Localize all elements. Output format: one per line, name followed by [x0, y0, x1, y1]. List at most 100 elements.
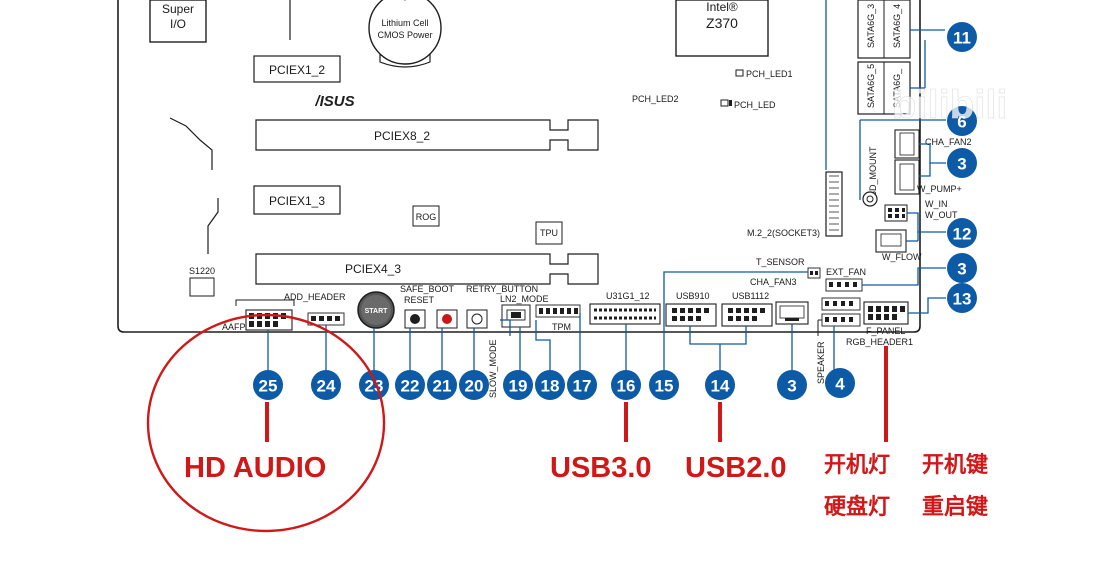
callout-25: 25: [253, 370, 283, 400]
front-panel-annotation: 开机灯 开机键 硬盘灯 重启键: [824, 346, 988, 519]
asus-logo: /ISUS: [314, 93, 354, 110]
svg-text:11: 11: [953, 29, 971, 48]
svg-text:14: 14: [711, 377, 730, 396]
svg-text:硬盘灯: 硬盘灯: [824, 494, 890, 519]
usb1112-header: [721, 303, 773, 327]
svg-text:21: 21: [433, 377, 452, 396]
svg-text:TPM: TPM: [552, 322, 571, 332]
svg-text:PCH_LED1: PCH_LED1: [746, 69, 793, 79]
start-button: START: [357, 291, 395, 329]
svg-text:重启键: 重启键: [922, 494, 988, 519]
svg-text:PCIEX4_3: PCIEX4_3: [345, 262, 401, 276]
w-flow-header: W_FLOW: [875, 229, 922, 262]
svg-text:18: 18: [541, 377, 560, 396]
usb910-label: USB910: [676, 291, 710, 301]
callout-24: 24: [311, 370, 341, 400]
callout-16: 16: [611, 370, 641, 400]
svg-text:USB3.0: USB3.0: [550, 452, 652, 484]
hd-audio-annotation: HD AUDIO: [146, 313, 386, 533]
svg-text:开机灯: 开机灯: [824, 452, 890, 477]
svg-text:W_FLOW: W_FLOW: [882, 252, 922, 262]
ext-fan-header: [825, 278, 863, 292]
sata-connectors: SATA6G_3 SATA6G_4 SATA6G_5 SATA6G_: [857, 0, 911, 115]
cha-fan3-header: [775, 301, 809, 325]
svg-text:M.2_2(SOCKET3): M.2_2(SOCKET3): [747, 228, 820, 238]
battery-label-2: CMOS Power: [377, 30, 432, 40]
cha-fan2-header: CHA_FAN2: [894, 129, 972, 159]
callout-18: 18: [535, 370, 565, 400]
cmos-battery: + Lithium Cell CMOS Power: [368, 0, 442, 68]
ln2-mode-label: LN2_MODE: [500, 294, 549, 304]
callout-20: 20: [459, 370, 489, 400]
svg-text:W_PUMP+: W_PUMP+: [917, 184, 962, 194]
tpm-header: TPM: [535, 304, 581, 332]
callout-21: 21: [427, 370, 457, 400]
svg-text:22: 22: [401, 377, 420, 396]
svg-text:AAFP: AAFP: [222, 322, 246, 332]
pciex1-3-slot: PCIEX1_3: [253, 185, 341, 215]
svg-text:PCH_LED: PCH_LED: [734, 100, 776, 110]
super-io-label-2: I/O: [170, 17, 186, 31]
board-outline: [117, 0, 921, 333]
svg-text:PCIEX1_3: PCIEX1_3: [269, 194, 325, 208]
svg-text:19: 19: [509, 377, 528, 396]
pciex4-3-slot: PCIEX4_3: [255, 253, 599, 285]
svg-text:12: 12: [953, 225, 972, 244]
svg-text:25: 25: [259, 377, 278, 396]
reset-button: [436, 309, 458, 329]
cha-fan3-label: CHA_FAN3: [750, 277, 797, 287]
svg-text:13: 13: [953, 290, 972, 309]
sata-label-3: SATA6G_3: [866, 4, 876, 48]
callout-11: 11: [947, 22, 977, 52]
svg-text:17: 17: [573, 377, 592, 396]
usb1112-label: USB1112: [732, 291, 769, 301]
s1220-chip: S1220: [189, 266, 215, 297]
add-header: [307, 312, 345, 326]
t-sensor-header: [807, 267, 821, 279]
svg-text:3D_MOUNT: 3D_MOUNT: [868, 146, 878, 196]
svg-text:S1220: S1220: [189, 266, 215, 276]
callout-13: 13: [947, 283, 977, 313]
chipset: Intel® Z370: [675, 0, 769, 57]
svg-text:开机键: 开机键: [922, 452, 988, 477]
svg-text:HD AUDIO: HD AUDIO: [184, 452, 326, 484]
ext-fan-label: EXT_FAN: [826, 267, 866, 277]
chipset-label-1: Intel®: [706, 0, 738, 14]
chipset-label-2: Z370: [706, 15, 738, 31]
callout-22: 22: [395, 370, 425, 400]
retry-button: [466, 309, 488, 329]
svg-text:16: 16: [617, 377, 636, 396]
svg-text:F_PANEL: F_PANEL: [866, 326, 905, 336]
svg-text:PCIEX1_2: PCIEX1_2: [269, 63, 325, 77]
usb-annotations: USB3.0 USB2.0: [550, 402, 787, 484]
svg-text:3: 3: [957, 260, 966, 279]
reset-label: RESET: [404, 295, 435, 305]
pch-led1: PCH_LED1: [735, 69, 793, 79]
retry-button-label: RETRY_BUTTON: [466, 284, 538, 294]
m2-socket: M.2_2(SOCKET3): [747, 171, 843, 238]
svg-text:6: 6: [957, 113, 966, 132]
svg-text:20: 20: [465, 377, 484, 396]
tpu-chip: TPU: [535, 221, 563, 245]
callout-19: 19: [503, 370, 533, 400]
pch-led2-label: PCH_LED2: [632, 94, 679, 104]
u31g1-12-label: U31G1_12: [606, 291, 650, 301]
super-io-chip: Super I/O: [149, 0, 207, 43]
safe-boot-label: SAFE_BOOT: [400, 284, 455, 294]
svg-text:24: 24: [317, 377, 336, 396]
svg-text:3: 3: [957, 155, 966, 174]
pch-led-b: PCH_LED: [720, 99, 776, 110]
w-pump-header: W_PUMP+: [894, 159, 962, 195]
callout-15: 15: [649, 370, 679, 400]
speaker-label: SPEAKER: [816, 341, 826, 384]
ln2-mode-jumper: [501, 304, 531, 328]
svg-text:15: 15: [655, 377, 674, 396]
rog-chip: ROG: [412, 205, 440, 227]
callout-3-top: 3: [947, 148, 977, 178]
speaker-header: [821, 313, 861, 327]
sata-label-4: SATA6G_4: [892, 4, 902, 48]
usb910-header: [665, 303, 717, 327]
svg-text:PCIEX8_2: PCIEX8_2: [374, 129, 430, 143]
callout-12: 12: [947, 218, 977, 248]
